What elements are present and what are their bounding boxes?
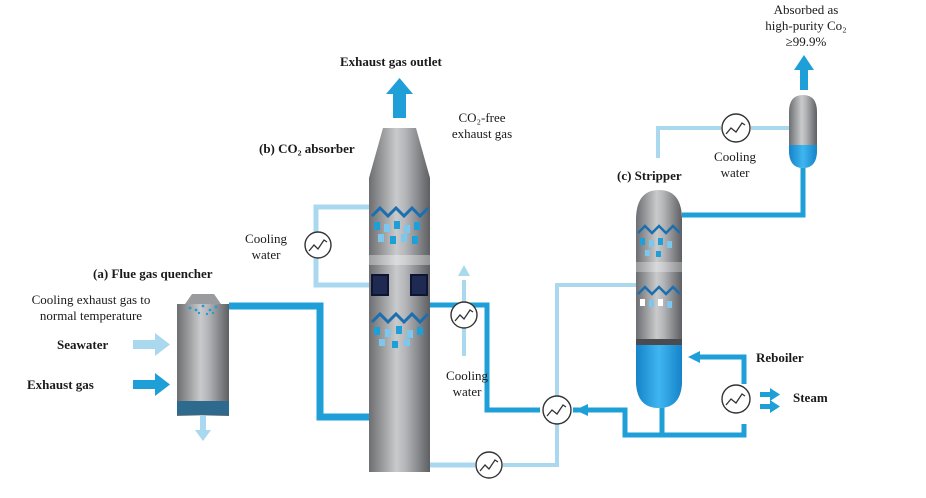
quencher-title: (a) Flue gas quencher [93, 266, 213, 281]
quencher-desc-line2: normal temperature [39, 308, 143, 323]
seawater-label: Seawater [57, 337, 109, 352]
stripper [636, 190, 682, 408]
cooling-water-2-line1: Cooling [446, 368, 488, 383]
cooling-water-up-arrow [458, 265, 470, 276]
cooling-water-1-line2: water [251, 247, 281, 262]
cooling-water-label-2: Cooling water [437, 368, 497, 400]
co2-product-arrow [794, 55, 814, 90]
steam-label: Steam [793, 390, 828, 405]
packing-icon [637, 285, 681, 308]
packing-icon [370, 311, 430, 348]
quencher-description: Cooling exhaust gas to normal temperatur… [20, 292, 162, 324]
cooling-water-1-line1: Cooling [245, 231, 287, 246]
absorbed-line2: high-purity Co₂ [765, 18, 847, 33]
absorbed-line3: ≥99.9% [785, 34, 827, 49]
co2-product-label: Absorbed as high-purity Co₂ ≥99.9% [751, 2, 861, 50]
reboiler-label: Reboiler [756, 350, 804, 365]
lean-solvent-pipe [573, 407, 747, 438]
heat-exchanger-icon [450, 301, 478, 329]
absorber-window-right [410, 274, 428, 296]
cooling-water-label-3: Cooling water [705, 149, 765, 181]
lean-solvent-arrow [575, 404, 588, 416]
cooling-water-3-line1: Cooling [714, 149, 756, 164]
rich-solvent-pipe-2 [503, 283, 636, 467]
absorber-window-left [371, 274, 389, 296]
cooling-water-label-1: Cooling water [236, 231, 296, 263]
cooling-water-2-line2: water [452, 384, 482, 399]
heat-exchanger-icon [721, 113, 751, 143]
cooling-water-3-line2: water [720, 165, 750, 180]
co2-free-label: CO₂-free exhaust gas [447, 110, 517, 142]
exhaust-outlet-arrow [386, 78, 413, 118]
exhaust-gas-label: Exhaust gas [27, 377, 94, 392]
quencher-desc-line1: Cooling exhaust gas to [31, 292, 151, 307]
heat-exchanger-icon [721, 384, 751, 414]
heat-exchanger-icon [304, 231, 332, 259]
reflux-drum [789, 95, 817, 168]
reboiler-arrow [688, 351, 700, 363]
spray-nozzle-icon [188, 304, 218, 316]
reboiler-return-pipe [700, 354, 747, 384]
seawater-arrow [133, 333, 170, 356]
steam-arrows [760, 388, 780, 413]
absorbed-line1: Absorbed as [773, 2, 839, 17]
heat-exchanger-icon [542, 395, 572, 425]
flue-gas-quencher [177, 294, 229, 416]
packing-icon [370, 205, 430, 244]
packing-icon [637, 224, 681, 257]
co2-absorber [369, 128, 430, 472]
heat-exchanger-icon [475, 451, 503, 479]
condenser-cooling-pipe [656, 126, 789, 158]
stripper-title: (c) Stripper [617, 168, 682, 183]
co2-free-line1: CO₂-free [458, 110, 506, 125]
exhaust-gas-arrow [133, 373, 170, 396]
quencher-drain-arrow [195, 416, 211, 441]
exhaust-gas-outlet-label: Exhaust gas outlet [340, 54, 442, 69]
flue-gas-pipe [229, 302, 405, 421]
stripper-vapor-pipe [682, 168, 806, 218]
absorber-title: (b) CO₂ absorber [259, 141, 355, 156]
co2-free-line2: exhaust gas [451, 126, 513, 141]
